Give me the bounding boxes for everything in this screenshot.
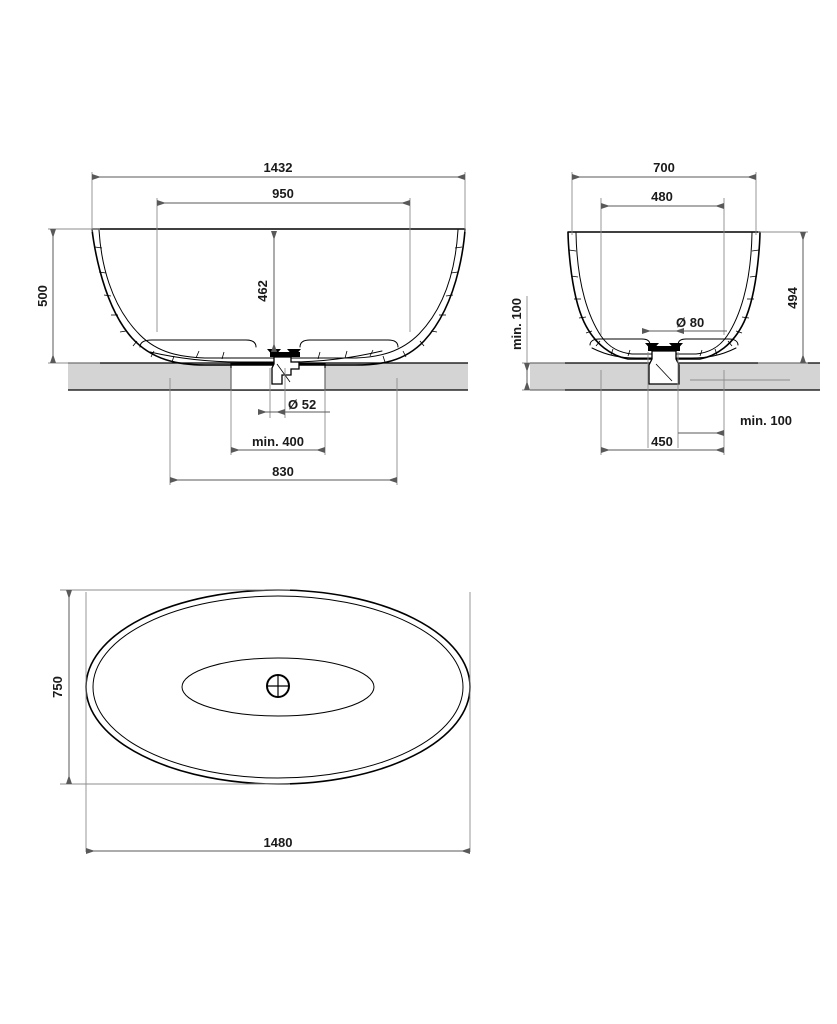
dim-plan-depth: 750 xyxy=(50,590,72,784)
dim-side-min-clearance-right: min. 100 xyxy=(678,413,792,436)
dim-front-overall-height: 500 xyxy=(35,229,56,363)
front-wall-hatch-left xyxy=(94,246,175,363)
side-wall-hatch-right xyxy=(714,249,760,356)
dim-front-rim-width: 950 xyxy=(157,186,410,206)
dim-label-d52: Ø 52 xyxy=(288,397,316,412)
dim-side-rim-depth: 480 xyxy=(601,189,724,209)
dim-label-700: 700 xyxy=(653,160,675,175)
dim-front-base-width: 830 xyxy=(170,464,397,483)
side-elevation-view: 700 480 494 Ø 80 min. 100 min. 100 xyxy=(509,160,820,455)
dim-front-overall-width: 1432 xyxy=(92,160,465,180)
plan-extension-lines xyxy=(60,589,471,852)
front-elevation-view: 1432 950 500 462 Ø 52 min. 400 xyxy=(35,160,468,485)
dim-label-450: 450 xyxy=(651,434,673,449)
side-base-hatch xyxy=(627,349,703,357)
front-drain-assembly xyxy=(267,349,301,385)
dim-label-min400: min. 400 xyxy=(252,434,304,449)
dim-label-1480: 1480 xyxy=(264,835,293,850)
dim-side-min-floor-thickness: min. 100 xyxy=(509,296,530,390)
dim-plan-length: 1480 xyxy=(86,835,470,854)
dim-label-d80: Ø 80 xyxy=(676,315,704,330)
dim-front-inner-depth: 462 xyxy=(255,231,277,352)
dim-front-drain-diameter: Ø 52 xyxy=(258,397,330,415)
dim-side-waste-diameter: Ø 80 xyxy=(642,315,727,334)
front-floor-band xyxy=(68,362,468,391)
front-wall-hatch-right xyxy=(382,246,463,363)
side-drain-assembly xyxy=(645,343,683,385)
dim-label-750: 750 xyxy=(50,676,65,698)
plan-drain-marker xyxy=(266,674,290,698)
front-base-hatch xyxy=(195,349,374,360)
dim-label-min100-left: min. 100 xyxy=(509,298,524,350)
dim-label-950: 950 xyxy=(272,186,294,201)
dim-label-830: 830 xyxy=(272,464,294,479)
plan-view: 750 1480 xyxy=(50,589,471,854)
dim-side-base-depth: 450 xyxy=(601,434,724,453)
side-extension-lines xyxy=(522,172,808,455)
dim-label-462: 462 xyxy=(255,280,270,302)
dim-side-overall-depth: 700 xyxy=(572,160,756,180)
side-wall-hatch-left xyxy=(568,249,614,356)
dim-side-overall-height: 494 xyxy=(785,232,806,363)
dim-label-494: 494 xyxy=(785,286,800,308)
front-extension-lines xyxy=(48,172,466,485)
dim-label-480: 480 xyxy=(651,189,673,204)
dim-label-500: 500 xyxy=(35,285,50,307)
dim-label-min100-right: min. 100 xyxy=(740,413,792,428)
dim-label-1432: 1432 xyxy=(264,160,293,175)
dim-front-min-clearance: min. 400 xyxy=(231,434,325,453)
